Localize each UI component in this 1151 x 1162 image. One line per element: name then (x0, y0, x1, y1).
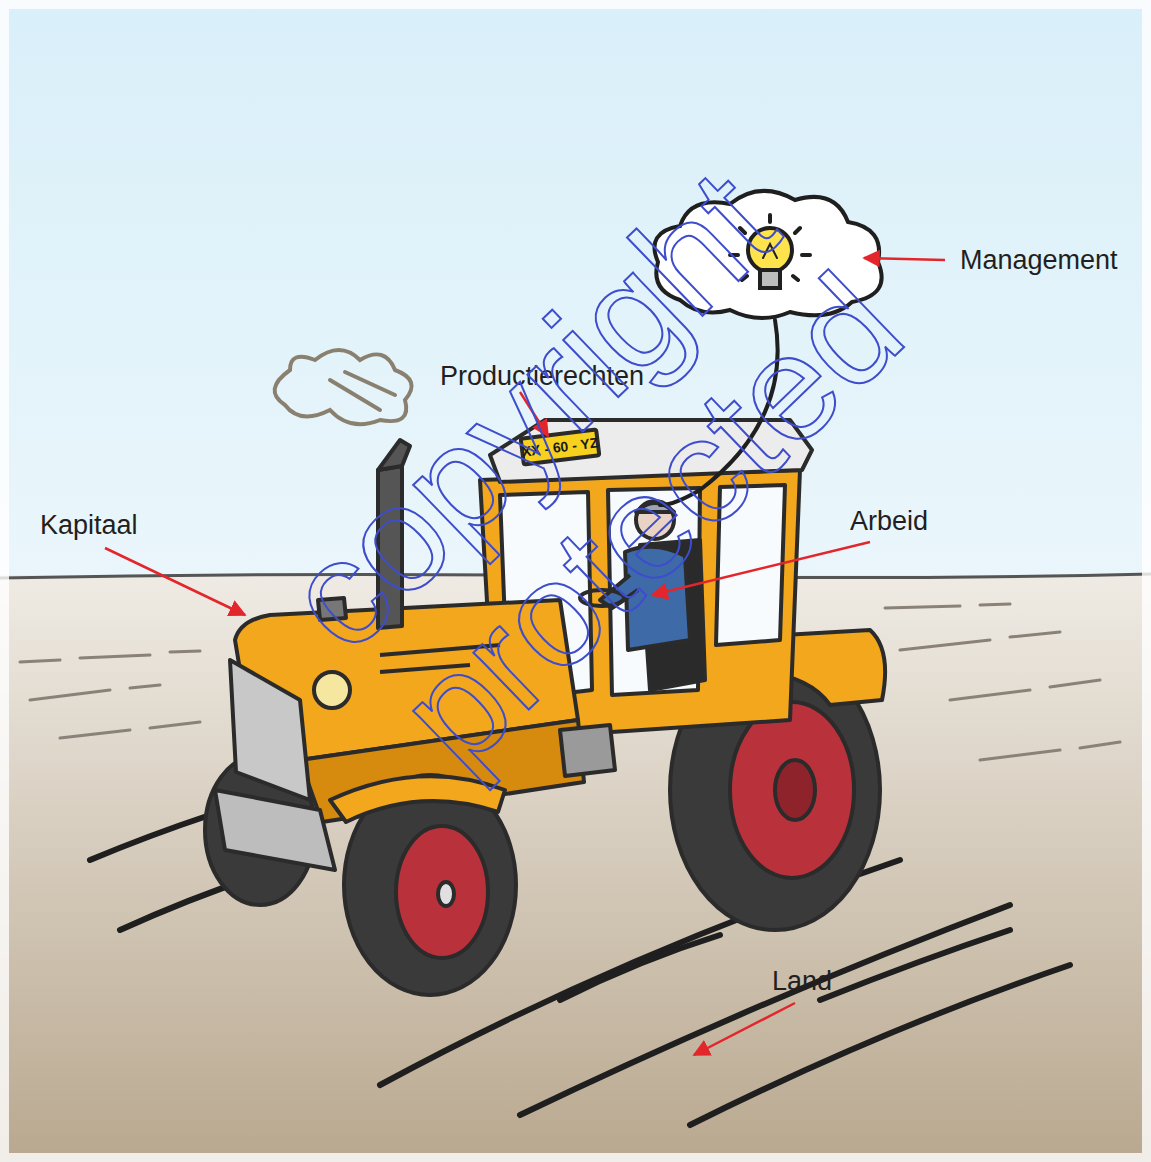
tractor (438, 882, 454, 906)
tractor (490, 420, 812, 482)
leader-arrows (520, 392, 548, 436)
plate-number: XX - 60 - YZ (521, 435, 599, 458)
ground-marks (20, 651, 200, 662)
tractor (730, 702, 854, 878)
furrow-lines (560, 935, 720, 1000)
callout-label: Arbeid (850, 508, 928, 535)
leader-arrows (864, 258, 945, 260)
tractor (378, 440, 410, 470)
smoke-cloud (275, 350, 412, 424)
thought-cloud (763, 244, 777, 258)
callout-label: Productierechten (440, 363, 644, 390)
thought-cloud (748, 228, 792, 272)
ground-marks (885, 604, 1010, 608)
ground-marks (30, 685, 160, 700)
leader-arrows (105, 258, 945, 1055)
thought-cloud (654, 191, 881, 318)
leader-arrows (652, 542, 870, 595)
tractor (396, 826, 488, 958)
furrow-lines (820, 930, 1010, 1000)
tractor (330, 776, 505, 822)
tractor (318, 598, 346, 620)
ground-marks (60, 722, 200, 738)
leader-arrows (105, 548, 245, 615)
thought-cloud (760, 270, 780, 288)
tractor (636, 501, 674, 539)
tractor (314, 672, 350, 708)
smoke-cloud (330, 372, 395, 410)
tractor (521, 429, 600, 464)
watermark-text: copyright (259, 145, 801, 676)
tractor (215, 790, 335, 870)
tractor (378, 466, 402, 628)
ground-marks (950, 680, 1100, 700)
thought-cloud (730, 215, 810, 280)
thought-cloud (654, 191, 881, 505)
furrow-lines (690, 965, 1070, 1125)
callout-label: Kapitaal (40, 512, 138, 539)
tractor (560, 725, 615, 776)
watermark-text: protected (373, 249, 927, 791)
callout-label: Land (772, 968, 832, 995)
furrow-lines (90, 815, 210, 860)
tractor (775, 760, 815, 820)
furrow-lines (520, 905, 1010, 1115)
tractor (205, 420, 885, 995)
thought-cloud (660, 320, 778, 505)
leader-arrows (694, 1003, 795, 1055)
tractor (230, 660, 310, 800)
tractor (625, 547, 690, 650)
callout-label: Management (960, 247, 1118, 274)
tractor (580, 590, 624, 606)
ground-marks (980, 742, 1120, 760)
tractor (380, 645, 500, 672)
tractor (521, 429, 600, 464)
ground-marks (900, 632, 1060, 650)
smoke-cloud (275, 350, 412, 424)
